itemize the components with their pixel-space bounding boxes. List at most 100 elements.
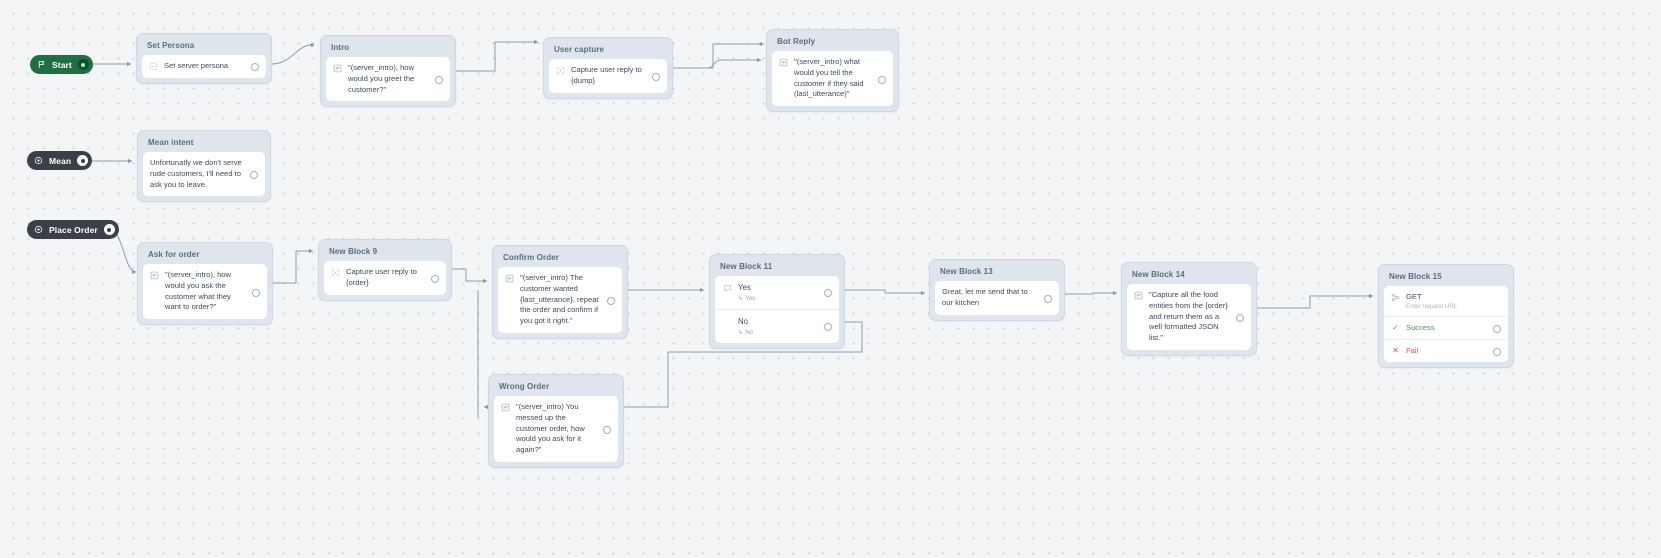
node-title: New Block 11 bbox=[720, 262, 773, 271]
node-new-block-14[interactable]: New Block 14 "Capture all the food entit… bbox=[1121, 262, 1257, 356]
trigger-place-order[interactable]: Place Order bbox=[27, 220, 119, 239]
node-intro[interactable]: Intro "(server_intro), how would you gre… bbox=[320, 35, 456, 108]
output-port[interactable] bbox=[878, 75, 886, 84]
step-card-text: "(server_intro) what would you tell the … bbox=[794, 57, 864, 99]
step-card[interactable]: "(server_intro), how would you ask the c… bbox=[143, 264, 267, 320]
intent-icon bbox=[34, 156, 43, 165]
step-card[interactable]: "(server_intro) The customer wanted {las… bbox=[498, 267, 622, 333]
node-confirm-order[interactable]: Confirm Order "(server_intro) The custom… bbox=[492, 245, 628, 339]
api-success-label: Success bbox=[1406, 323, 1435, 333]
cross-icon: ✕ bbox=[1392, 346, 1399, 356]
node-new-block-9[interactable]: New Block 9 Capture user reply to {order… bbox=[318, 239, 452, 301]
step-card-text: Set server persona bbox=[164, 61, 229, 70]
node-title: Intro bbox=[331, 43, 350, 52]
api-method-label: GET bbox=[1406, 292, 1422, 301]
step-card-text: Unfortunatly we don't serve rude custome… bbox=[150, 158, 242, 189]
step-card-text: Great, let me send that to our kitchen bbox=[942, 287, 1028, 307]
trigger-place-order-handle[interactable] bbox=[103, 224, 115, 235]
step-card-text: Capture user reply to {order} bbox=[346, 267, 417, 287]
intent-icon bbox=[724, 284, 731, 292]
choice-label: Yes bbox=[738, 283, 751, 292]
step-card-text: Capture user reply to {dump} bbox=[571, 65, 642, 85]
output-port[interactable] bbox=[252, 288, 260, 297]
api-url-placeholder: Enter request URL bbox=[1406, 303, 1458, 311]
node-title: Wrong Order bbox=[499, 382, 550, 391]
step-card-text: "(server_intro), how would you greet the… bbox=[348, 63, 415, 94]
api-method-row[interactable]: GET Enter request URL bbox=[1384, 286, 1508, 316]
node-title: New Block 15 bbox=[1389, 272, 1442, 281]
sparkle-icon bbox=[149, 62, 158, 70]
return-arrow-icon: ↳ bbox=[738, 294, 744, 302]
node-title: Mean intent bbox=[148, 138, 194, 147]
step-card[interactable]: "(server_intro) what would you tell the … bbox=[772, 51, 893, 107]
text-prompt-icon bbox=[779, 58, 788, 66]
node-new-block-13[interactable]: New Block 13 Great, let me send that to … bbox=[929, 259, 1065, 321]
trigger-start-handle[interactable] bbox=[77, 59, 89, 70]
step-card[interactable]: "Capture all the food entities from the … bbox=[1127, 284, 1251, 350]
text-prompt-icon bbox=[150, 271, 159, 279]
step-card-text: "Capture all the food entities from the … bbox=[1149, 290, 1228, 343]
choice-row-no[interactable]: No ↳No bbox=[715, 308, 839, 343]
step-card-text: "(server_intro), how would you ask the c… bbox=[165, 270, 231, 312]
return-arrow-icon: ↳ bbox=[738, 328, 744, 336]
node-title: Bot Reply bbox=[777, 37, 816, 46]
api-icon bbox=[1391, 293, 1400, 301]
output-port[interactable] bbox=[435, 76, 443, 85]
step-card[interactable]: "(server_intro) You messed up the custom… bbox=[494, 396, 618, 462]
output-port[interactable] bbox=[603, 425, 611, 434]
text-prompt-icon bbox=[501, 403, 510, 411]
step-card-text: "(server_intro) You messed up the custom… bbox=[516, 402, 585, 455]
output-port[interactable] bbox=[250, 171, 258, 180]
output-port[interactable] bbox=[1493, 348, 1501, 357]
output-port[interactable] bbox=[824, 323, 832, 332]
trigger-start[interactable]: Start bbox=[30, 55, 93, 74]
trigger-mean-label: Mean bbox=[49, 155, 72, 166]
output-port[interactable] bbox=[1493, 325, 1501, 334]
node-user-capture[interactable]: User capture Capture user reply to {dump… bbox=[543, 37, 673, 99]
output-port[interactable] bbox=[824, 289, 832, 298]
step-card[interactable]: "(server_intro), how would you greet the… bbox=[326, 57, 450, 102]
step-card[interactable]: Unfortunatly we don't serve rude custome… bbox=[143, 152, 265, 197]
node-title: New Block 9 bbox=[329, 247, 378, 256]
flag-icon bbox=[38, 61, 45, 68]
trigger-mean[interactable]: Mean bbox=[27, 151, 93, 170]
choice-label: No bbox=[738, 316, 748, 326]
choice-list: Yes ↳Yes No ↳No bbox=[715, 276, 839, 343]
node-bot-reply[interactable]: Bot Reply "(server_intro) what would you… bbox=[766, 29, 899, 113]
api-fail-row[interactable]: ✕ Fail bbox=[1384, 339, 1508, 362]
api-step-list: GET Enter request URL ✓ Success ✕ Fail bbox=[1384, 286, 1508, 363]
api-success-row[interactable]: ✓ Success bbox=[1384, 316, 1508, 339]
node-ask-for-order[interactable]: Ask for order "(server_intro), how would… bbox=[137, 242, 273, 326]
choice-sublabel: ↳Yes bbox=[738, 294, 756, 302]
node-title: New Block 13 bbox=[940, 267, 993, 276]
check-icon: ✓ bbox=[1392, 323, 1399, 333]
step-card[interactable]: Capture user reply to {order} bbox=[324, 261, 446, 295]
node-wrong-order[interactable]: Wrong Order "(server_intro) You messed u… bbox=[488, 374, 624, 468]
trigger-place-order-label: Place Order bbox=[49, 224, 98, 235]
text-prompt-icon bbox=[1134, 291, 1143, 299]
intent-icon bbox=[34, 225, 43, 234]
node-new-block-11[interactable]: New Block 11 Yes ↳Yes No ↳No bbox=[709, 254, 845, 349]
output-port[interactable] bbox=[431, 274, 439, 283]
node-set-persona[interactable]: Set Persona Set server persona bbox=[136, 33, 272, 84]
step-card[interactable]: Great, let me send that to our kitchen bbox=[935, 281, 1059, 315]
node-new-block-15[interactable]: New Block 15 GET Enter request URL ✓ Suc… bbox=[1378, 264, 1514, 369]
spacer-icon bbox=[723, 317, 732, 326]
output-port[interactable] bbox=[1044, 294, 1052, 303]
choice-row-yes[interactable]: Yes ↳Yes bbox=[715, 276, 839, 309]
output-port[interactable] bbox=[607, 296, 615, 305]
trigger-start-label: Start bbox=[52, 59, 72, 70]
step-card[interactable]: Set server persona bbox=[142, 55, 266, 78]
step-card[interactable]: Capture user reply to {dump} bbox=[549, 59, 667, 93]
capture-icon bbox=[557, 67, 564, 73]
step-card-text: "(server_intro) The customer wanted {las… bbox=[520, 273, 599, 326]
node-title: Ask for order bbox=[148, 250, 200, 259]
api-fail-label: Fail bbox=[1406, 346, 1419, 356]
output-port[interactable] bbox=[652, 72, 660, 81]
output-port[interactable] bbox=[251, 63, 259, 72]
output-port[interactable] bbox=[1236, 313, 1244, 322]
node-mean-intent[interactable]: Mean intent Unfortunatly we don't serve … bbox=[137, 130, 271, 203]
text-prompt-icon bbox=[333, 64, 342, 72]
trigger-mean-handle[interactable] bbox=[77, 155, 89, 166]
text-prompt-icon bbox=[505, 274, 514, 282]
